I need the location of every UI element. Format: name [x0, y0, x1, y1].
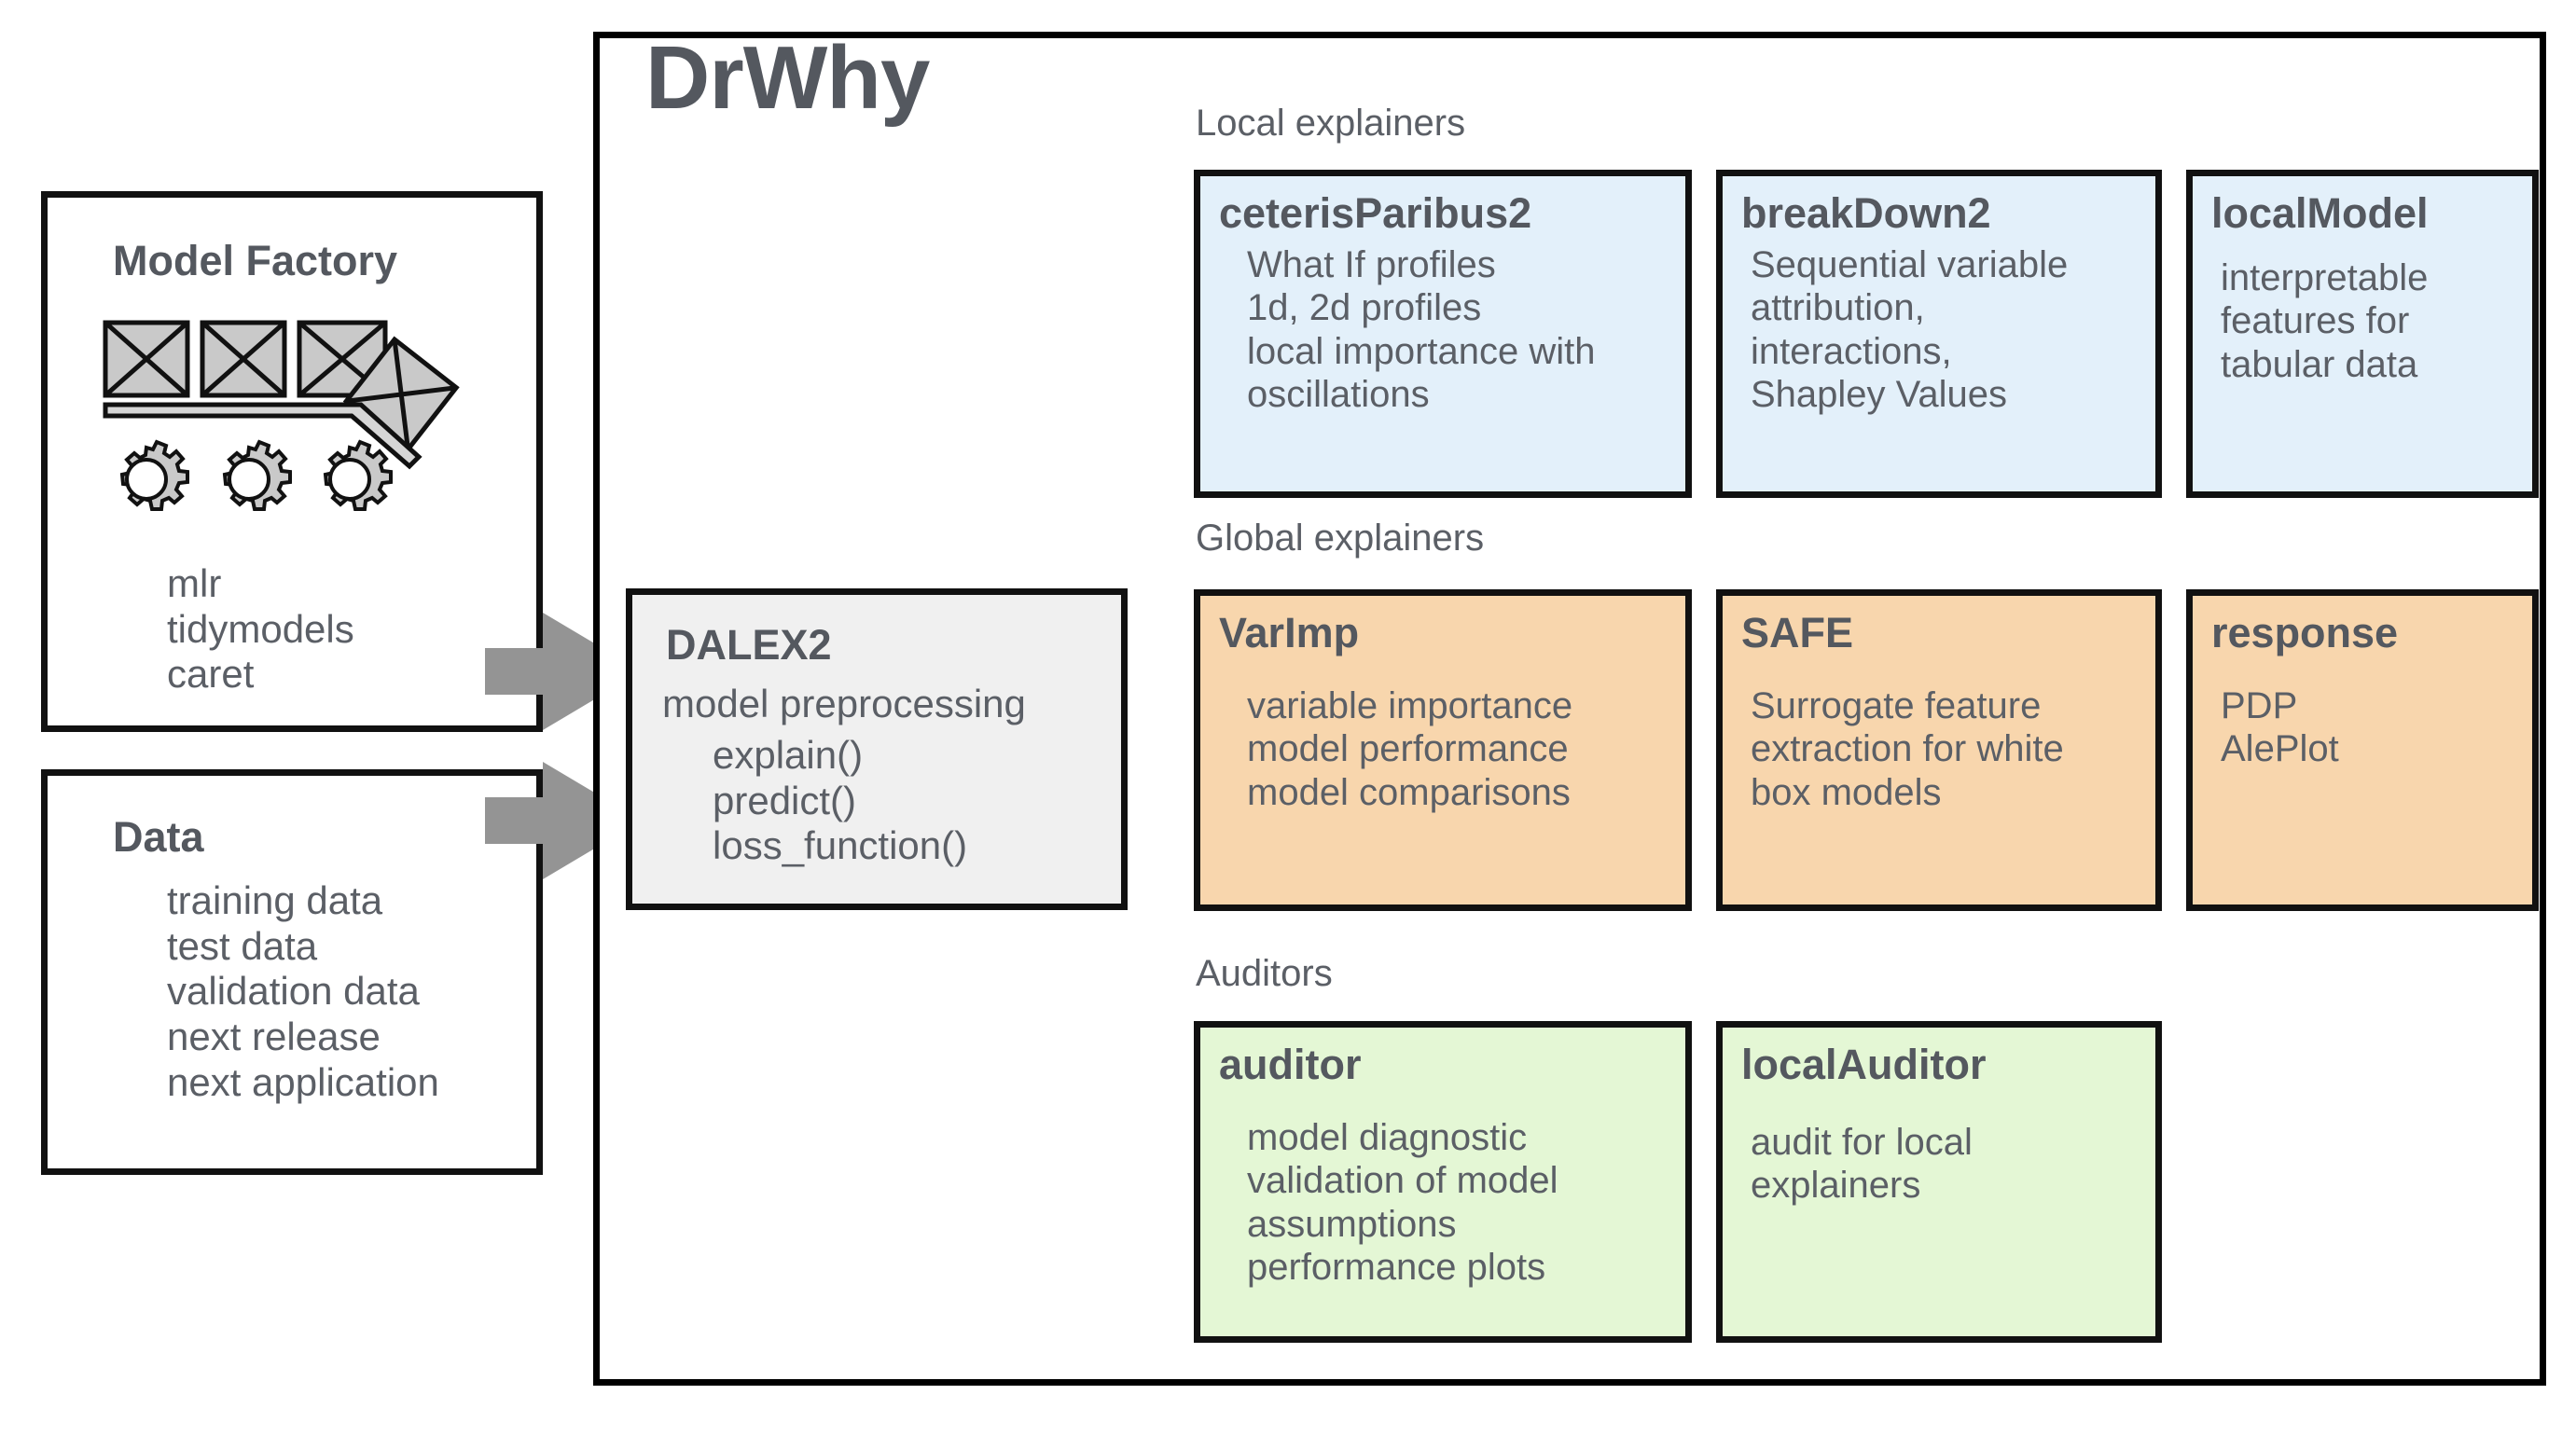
card-localmodel[interactable]: localModel interpretable features for ta…	[2186, 170, 2539, 498]
arrow-right-icon-data	[485, 762, 642, 879]
card-description: Surrogate feature extraction for white b…	[1751, 684, 2064, 814]
card-ceterisparibus2[interactable]: ceterisParibus2 What If profiles 1d, 2d …	[1194, 170, 1692, 498]
card-title: auditor	[1219, 1041, 1362, 1088]
drwhy-title: DrWhy	[645, 28, 930, 128]
desc-line: local importance with	[1247, 330, 1596, 372]
group-caption-global-explainers: Global explainers	[1196, 518, 1485, 559]
data-box-title: Data	[113, 813, 204, 861]
card-auditor[interactable]: auditor model diagnostic validation of m…	[1194, 1021, 1692, 1343]
card-description: model diagnostic validation of model ass…	[1247, 1116, 1558, 1290]
desc-line: model comparisons	[1247, 771, 1571, 813]
card-title: VarImp	[1219, 609, 1360, 656]
card-description: audit for local explainers	[1751, 1121, 1973, 1208]
dalex2-subtitle: model preprocessing	[662, 682, 1026, 725]
card-title: SAFE	[1741, 609, 1854, 656]
desc-line: assumptions	[1247, 1203, 1457, 1245]
card-response[interactable]: response PDP AlePlot	[2186, 589, 2539, 911]
desc-line: What If profiles	[1247, 244, 1496, 285]
desc-line: box models	[1751, 771, 1942, 813]
dalex2-function-list: explain() predict() loss_function()	[713, 733, 967, 869]
desc-line: explainers	[1751, 1165, 1921, 1207]
desc-line: interactions,	[1751, 330, 1952, 372]
list-item: explain()	[713, 733, 864, 777]
desc-line: audit for local	[1751, 1122, 1973, 1163]
group-caption-local-explainers: Local explainers	[1196, 103, 1466, 144]
card-description: interpretable features for tabular data	[2221, 256, 2428, 386]
desc-line: performance plots	[1247, 1247, 1546, 1289]
card-description: What If profiles 1d, 2d profiles local i…	[1247, 243, 1596, 417]
card-breakdown2[interactable]: breakDown2 Sequential variable attributi…	[1716, 170, 2162, 498]
arrow-right-icon-model-factory	[485, 613, 642, 730]
desc-line: validation of model	[1247, 1160, 1558, 1202]
desc-line: attribution,	[1751, 287, 1925, 329]
dalex2-box[interactable]: DALEX2 model preprocessing explain() pre…	[626, 588, 1128, 910]
data-box: Data training data test data validation …	[41, 769, 543, 1175]
card-title: ceterisParibus2	[1219, 189, 1532, 237]
factory-conveyor-icon	[103, 320, 460, 511]
card-title: breakDown2	[1741, 189, 1991, 237]
desc-line: AlePlot	[2221, 728, 2339, 770]
desc-line: PDP	[2221, 685, 2298, 726]
group-caption-auditors: Auditors	[1196, 953, 1333, 994]
card-description: variable importance model performance mo…	[1247, 684, 1572, 814]
list-item: next release	[167, 1015, 381, 1059]
desc-line: 1d, 2d profiles	[1247, 287, 1482, 329]
model-factory-box: Model Factory	[41, 191, 543, 732]
desc-line: variable importance	[1247, 685, 1573, 726]
model-factory-title: Model Factory	[113, 237, 398, 284]
card-varimp[interactable]: VarImp variable importance model perform…	[1194, 589, 1692, 911]
list-item: loss_function()	[713, 823, 968, 868]
desc-line: extraction for white	[1751, 728, 2064, 770]
card-title: response	[2211, 609, 2399, 656]
desc-line: interpretable	[2221, 257, 2429, 298]
desc-line: model diagnostic	[1247, 1117, 1528, 1158]
list-item: test data	[167, 923, 318, 968]
list-item: training data	[167, 878, 383, 922]
card-title: localModel	[2211, 189, 2429, 237]
card-title: localAuditor	[1741, 1041, 1987, 1088]
desc-line: tabular data	[2221, 343, 2418, 385]
desc-line: Shapley Values	[1751, 374, 2007, 416]
desc-line: Surrogate feature	[1751, 685, 2042, 726]
card-description: Sequential variable attribution, interac…	[1751, 243, 2068, 417]
card-localauditor[interactable]: localAuditor audit for local explainers	[1716, 1021, 2162, 1343]
data-box-list: training data test data validation data …	[167, 878, 439, 1106]
card-description: PDP AlePlot	[2221, 684, 2339, 771]
model-factory-list: mlr tidymodels caret	[167, 561, 354, 697]
desc-line: features for	[2221, 300, 2410, 342]
list-item: mlr	[167, 561, 222, 605]
list-item: validation data	[167, 969, 420, 1014]
list-item: next application	[167, 1059, 439, 1104]
list-item: predict()	[713, 778, 857, 822]
desc-line: model performance	[1247, 728, 1569, 770]
list-item: caret	[167, 652, 255, 697]
list-item: tidymodels	[167, 606, 354, 651]
card-safe[interactable]: SAFE Surrogate feature extraction for wh…	[1716, 589, 2162, 911]
desc-line: oscillations	[1247, 374, 1430, 416]
desc-line: Sequential variable	[1751, 244, 2069, 285]
dalex2-title: DALEX2	[666, 621, 832, 669]
